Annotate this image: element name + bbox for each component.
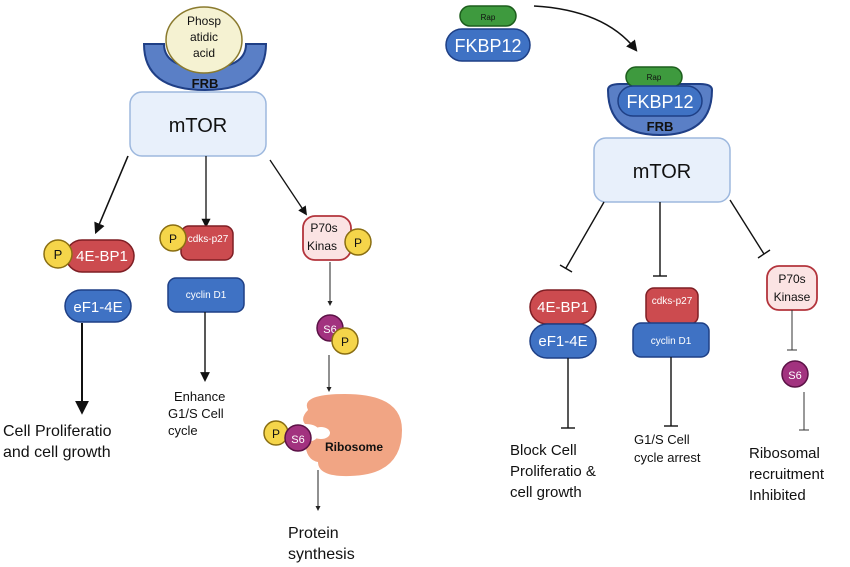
ef14e-label-left: eF1-4E xyxy=(73,299,122,316)
cyclin-d1-left xyxy=(167,277,245,313)
cdks-p27-label-right: cdks-p27 xyxy=(652,296,693,307)
s6-label: S6 xyxy=(323,324,336,336)
outcome-cell-proliferation-line1: Cell Proliferatio xyxy=(3,423,112,440)
inhibit-mtor-to-cdks xyxy=(653,202,667,277)
outcome-protein-synthesis-line2: synthesis xyxy=(288,546,355,563)
outcome-block-proliferation-line2: Proliferatio & xyxy=(510,463,596,480)
s6-label: S6 xyxy=(291,434,304,446)
inhibit-p70s-to-s6 xyxy=(787,310,797,351)
phosphate-label: P xyxy=(54,247,63,262)
frb-label-left: FRB xyxy=(192,76,219,91)
4ebp1-label-left: 4E-BP1 xyxy=(76,248,128,265)
outcome-ribosomal-line1: Ribosomal xyxy=(749,445,820,462)
outcome-cell-proliferation-line2: and cell growth xyxy=(3,444,111,461)
phosphate-cdks xyxy=(159,224,187,252)
inhibit-ef14e-to-outcome xyxy=(561,358,575,429)
phosphatidic-acid-line3: acid xyxy=(193,46,215,60)
cyclin-d1-label-right: cyclin D1 xyxy=(651,336,692,347)
phosphate-label: P xyxy=(341,335,349,349)
p70s-label-line1: P70s xyxy=(310,221,337,235)
mtor-box-right xyxy=(593,137,731,203)
p70s-right-line2: Kinase xyxy=(774,290,811,304)
frb-label-right: FRB xyxy=(647,119,674,134)
phosphate-label: P xyxy=(354,236,362,250)
mtor-label-right: mTOR xyxy=(633,161,692,183)
outcome-enhance-line2: G1/S Cell xyxy=(168,406,224,421)
ribosome-binding-pocket xyxy=(312,427,330,439)
ef14e-label-right: eF1-4E xyxy=(538,333,587,350)
ribosome-label: Ribosome xyxy=(325,440,383,454)
ef14e-left xyxy=(64,289,132,323)
fkbp12-free xyxy=(445,28,531,62)
phosphatidic-acid-line1: Phosp xyxy=(187,14,221,28)
outcome-block-proliferation-line1: Block Cell xyxy=(510,442,577,459)
outcome-g1s-arrest-line2: cycle arrest xyxy=(634,450,701,465)
outcome-ribosomal-line3: Inhibited xyxy=(749,487,806,504)
phosphatidic-acid-line2: atidic xyxy=(190,30,218,44)
inhibit-mtor-to-p70s xyxy=(729,199,771,259)
fkbp12-label-bound: FKBP12 xyxy=(626,92,693,112)
rap-free xyxy=(459,5,517,27)
phosphate-label: P xyxy=(272,427,280,441)
4ebp1-label-right: 4E-BP1 xyxy=(537,299,589,316)
fkbp12-label-free: FKBP12 xyxy=(454,36,521,56)
rap-label-free: Rap xyxy=(481,13,496,22)
ribosome xyxy=(303,394,402,477)
inhibit-cyclin-to-outcome xyxy=(664,357,678,427)
phosphate-s6 xyxy=(331,327,359,355)
phosphate-label: P xyxy=(169,232,177,246)
outcome-enhance-line3: cycle xyxy=(168,423,198,438)
outcome-ribosomal-line2: recruitment xyxy=(749,466,825,483)
ef14e-right xyxy=(529,323,597,359)
fkbp12-bound xyxy=(617,85,703,117)
rap-label-bound: Rap xyxy=(647,73,662,82)
mtor-box-left xyxy=(129,91,267,157)
inhibit-mtor-to-4ebp1 xyxy=(559,201,605,273)
s6-right-label: S6 xyxy=(788,370,801,382)
phosphate-4ebp1 xyxy=(43,239,73,269)
outcome-protein-synthesis-line1: Protein xyxy=(288,525,339,542)
mtor-label-left: mTOR xyxy=(169,115,228,137)
phosphate-p70s xyxy=(344,228,372,256)
cyclin-d1-label-left: cyclin D1 xyxy=(186,290,227,301)
p70s-label-line2: Kinas xyxy=(307,239,337,253)
s6-ribosome xyxy=(284,424,312,452)
inhibit-s6-to-outcome xyxy=(799,392,809,431)
outcome-block-proliferation-line3: cell growth xyxy=(510,484,582,501)
phosphatidic-acid xyxy=(165,6,243,74)
cdks-p27-label-left: cdks-p27 xyxy=(188,234,229,245)
p70s-right-line1: P70s xyxy=(778,272,805,286)
outcome-enhance-line1: Enhance xyxy=(174,389,225,404)
arrow-rap-binding xyxy=(533,5,638,52)
s6-right xyxy=(781,360,809,388)
outcome-g1s-arrest-line1: G1/S Cell xyxy=(634,432,690,447)
arrow-mtor-to-4ebp1 xyxy=(94,155,129,235)
arrow-mtor-to-p70s xyxy=(269,159,308,216)
